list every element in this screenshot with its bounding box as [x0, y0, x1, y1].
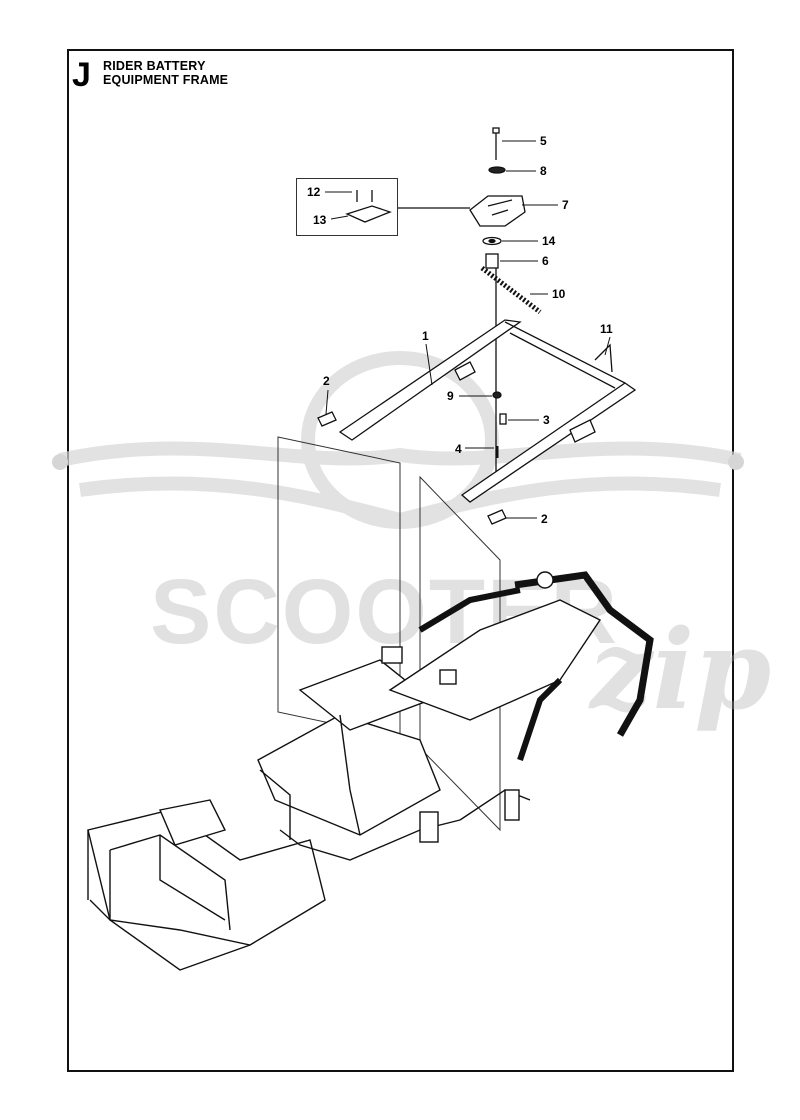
- callout-14: 14: [542, 234, 556, 248]
- callout-6: 6: [542, 254, 549, 268]
- washer-8: [488, 166, 506, 174]
- detail-inset: [296, 178, 398, 236]
- callout-2-right: 2: [541, 512, 548, 526]
- switch-13: [345, 205, 392, 223]
- callout-2-left: 2: [323, 374, 330, 388]
- callout-12: 12: [307, 185, 321, 199]
- callout-4: 4: [455, 442, 462, 456]
- bracket-7: [469, 195, 526, 227]
- title-line-2: EQUIPMENT FRAME: [103, 73, 229, 87]
- title-line-1: RIDER BATTERY: [103, 59, 206, 73]
- callout-11: 11: [600, 322, 613, 336]
- bolt-2-left: [317, 411, 337, 427]
- callout-9: 9: [447, 389, 454, 403]
- callout-1: 1: [422, 329, 429, 343]
- spacer-6: [485, 253, 499, 269]
- tractor-chassis: [87, 571, 654, 971]
- callout-13: 13: [313, 213, 327, 227]
- nut-9: [492, 391, 502, 399]
- frame-rail-right: [460, 382, 637, 503]
- watermark-script: zip: [590, 605, 772, 734]
- callout-5: 5: [540, 134, 547, 148]
- pin-3: [499, 413, 507, 425]
- callout-7: 7: [562, 198, 569, 212]
- section-title: RIDER BATTERY EQUIPMENT FRAME: [103, 59, 228, 87]
- callout-10: 10: [552, 287, 566, 301]
- callout-8: 8: [540, 164, 547, 178]
- section-letter: J: [72, 56, 91, 94]
- spring-10: [480, 266, 542, 314]
- page-border: [67, 49, 734, 1072]
- frame-rail-left: [338, 319, 522, 441]
- callout-3: 3: [543, 413, 550, 427]
